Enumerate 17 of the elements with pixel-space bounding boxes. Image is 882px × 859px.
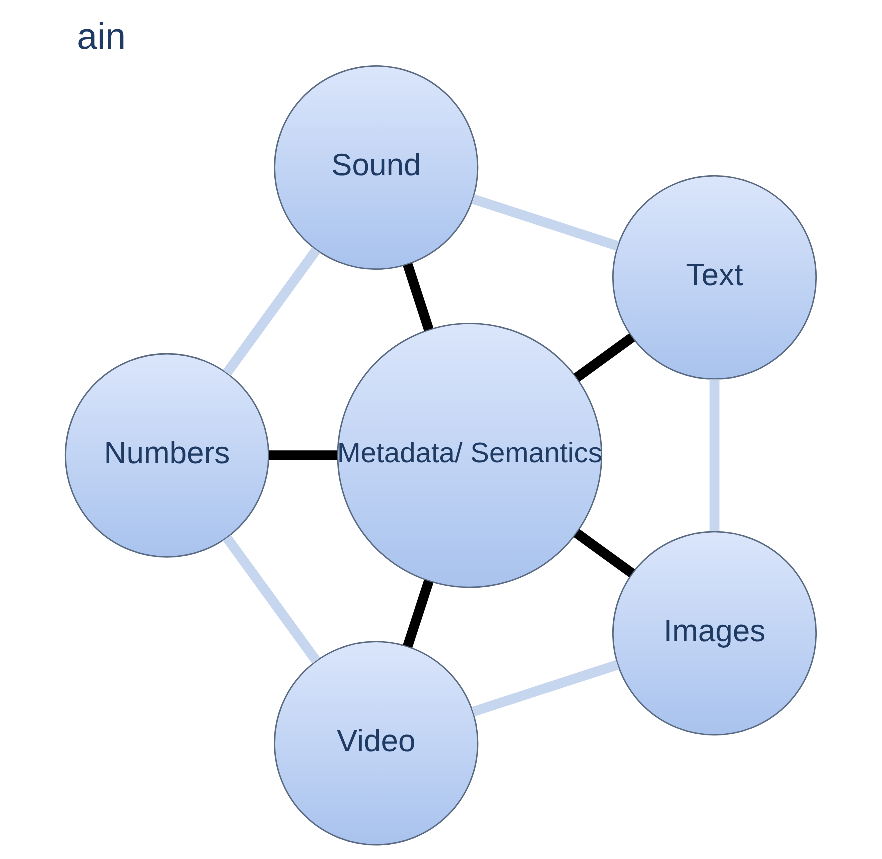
connector [710,380,720,532]
node-circle: Images [612,531,818,736]
node-circle: Video [274,641,479,846]
connector [403,263,434,332]
connector [223,247,320,376]
diagram-title: ain [77,16,126,57]
connector [472,660,620,717]
connector [223,535,320,664]
connector [574,334,636,382]
connector [472,194,620,251]
node-circle: Text [612,175,818,380]
connector [269,450,338,461]
node-circle: Metadata/ Semantics [337,322,603,588]
connector [403,580,434,648]
node-circle: Numbers [64,353,270,558]
node-circle: Sound [274,65,479,270]
connector [574,529,636,578]
